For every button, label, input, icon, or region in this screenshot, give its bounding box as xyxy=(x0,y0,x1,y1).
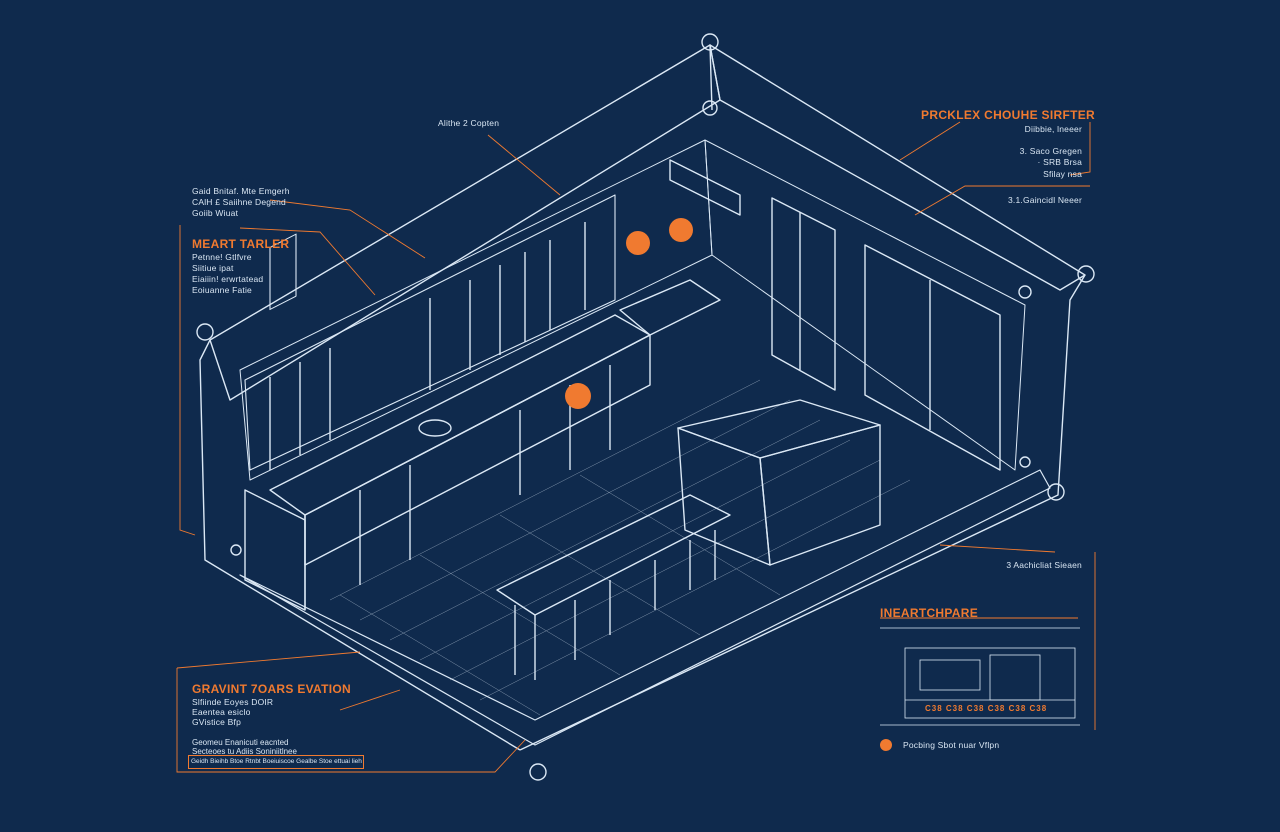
back-wall-left xyxy=(239,139,713,481)
label-bottom-left-box: Geidh Bieihb Btoe Rtnbt Boeiuiscoe Gealb… xyxy=(188,755,364,769)
island-side xyxy=(677,427,771,566)
label-top-left-1: Gaid Bnitaf. Mte Emgerh xyxy=(192,186,290,196)
hotspot-marker xyxy=(565,383,591,409)
bench-top xyxy=(496,494,731,616)
tall-cabinet xyxy=(771,197,836,391)
label-top-right-1: 3. Saco Gregen xyxy=(1019,146,1082,156)
label-left-2: Siitiue ipat xyxy=(192,263,234,273)
label-bottom-left-note-2: Secteoes tu Adiis Soniniitlnee xyxy=(192,747,297,756)
leader-lines xyxy=(176,121,1096,773)
label-left-3: Eiaiiin! erwrtatead xyxy=(192,274,264,284)
label-top-right-3: Sfilay nsa xyxy=(1043,169,1082,179)
label-left-4: Eoiuanne Fatie xyxy=(192,285,252,295)
label-bottom-left-header: GRAVINT 7OARS EVATION xyxy=(192,682,351,696)
island-top xyxy=(677,399,881,459)
label-top-right-2: · SRB Brsa xyxy=(1037,157,1082,167)
label-top-right-header: PRCKLEX CHOUHE SIRFTER xyxy=(921,108,1095,122)
label-left-1: Petnne! Gtlfvre xyxy=(192,252,252,262)
hotspot-markers xyxy=(565,218,892,751)
upper-cabinets xyxy=(244,194,616,471)
label-bottom-left-note-1: Geomeu Enanicuti eacnted xyxy=(192,738,289,747)
back-wall-right xyxy=(704,139,1026,471)
label-bottom-left-3: GVistice Bfp xyxy=(192,717,242,727)
label-top-left-2: CAlH £ Saiihne Degend xyxy=(192,197,286,207)
floor-outline xyxy=(239,469,1051,746)
label-top-center: Alithe 2 Copten xyxy=(438,118,500,128)
floor-grid xyxy=(329,379,911,716)
label-right-mid: 3.1.Gaincidl Neeer xyxy=(1008,195,1082,205)
label-right-low: 3 Aachicliat Sieaen xyxy=(1006,560,1082,570)
hotspot-marker xyxy=(669,218,693,242)
pantry-shelves xyxy=(864,244,1001,471)
label-top-left-3: Goiib Wiuat xyxy=(192,208,239,218)
label-bottom-left-2: Eaentea esiclo xyxy=(192,707,251,717)
hotspot-marker xyxy=(626,231,650,255)
outer-wall-right xyxy=(709,44,1086,291)
legend-marker xyxy=(880,739,892,751)
label-bottom-left-1: Slfiinde Eoyes DOIR xyxy=(192,697,274,707)
label-bottom-right-legend: Pocbing Sbot nuar Vflpn xyxy=(903,740,1000,750)
label-bottom-right-numbers: C38 C38 C38 C38 C38 C38 xyxy=(925,704,1048,713)
elevation-inset xyxy=(880,627,1080,726)
window xyxy=(669,159,741,216)
island-front xyxy=(759,424,881,566)
sink xyxy=(418,419,452,437)
label-top-right-sub: Diibbie, lneeer xyxy=(1024,124,1082,134)
outer-edge-left xyxy=(199,339,521,751)
label-left-header: MEART TARLER xyxy=(192,237,290,251)
counter-back xyxy=(619,279,721,336)
outer-edge-right xyxy=(519,274,1086,751)
label-bottom-right-header: INEARTCHPARE xyxy=(880,606,979,620)
